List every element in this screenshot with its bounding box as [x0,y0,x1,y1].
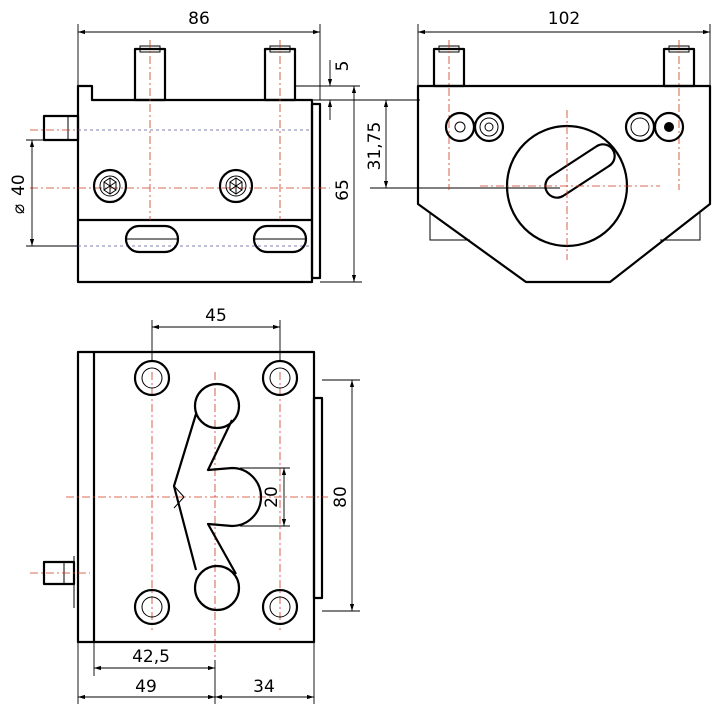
side-hole-right [653,111,685,143]
side-bore-slot [544,143,616,199]
side-hole-left [444,111,476,143]
top-flange [312,396,324,600]
dim-45: 45 [151,306,281,360]
side-view [416,40,712,284]
side-screw-left [473,111,505,143]
side-body [416,84,712,284]
front-screw-left [92,168,128,204]
dim-42-5-label: 42,5 [132,647,170,667]
dim-86: 86 [77,9,321,100]
dim-5: 5 [295,60,360,120]
dim-34-label: 34 [253,677,275,697]
top-slot-right-edge [206,419,263,575]
top-view [30,350,328,660]
front-shank-stub [42,114,80,142]
top-slot-circle-lower [193,564,241,612]
front-flange [310,102,322,280]
dim-5-label: 5 [333,61,353,72]
top-hole-br [261,588,299,626]
dim-20: 20 [240,467,290,527]
dim-diameter-symbol: ⌀ [9,204,29,214]
front-screw-right [218,168,254,204]
dim-49-label: 49 [135,677,157,697]
dim-80-label: 80 [331,486,351,508]
dim-102-label: 102 [548,9,580,29]
top-hole-bl [133,588,171,626]
side-screw-right [624,111,656,143]
front-view [30,40,330,284]
top-slot-circle-upper [193,382,241,430]
top-hole-tl [133,359,171,397]
dim-86-label: 86 [188,9,210,29]
dim-102: 102 [417,9,711,86]
top-slot-left-edge [172,413,198,571]
dim-42-5: 42,5 [93,642,215,676]
dim-80: 80 [322,379,360,612]
dim-20-label: 20 [262,486,282,508]
dim-diameter-40: ⌀ 40 [9,139,78,247]
dim-diameter-label: 40 [9,174,29,196]
dim-45-label: 45 [205,306,227,326]
dim-31-75: 31,75 [360,99,560,189]
top-hole-tr [261,359,299,397]
dim-49-34: 49 34 [77,642,315,704]
dim-65: 65 [320,86,362,283]
dim-65-label: 65 [333,179,353,201]
dim-31-75-label: 31,75 [365,122,385,171]
